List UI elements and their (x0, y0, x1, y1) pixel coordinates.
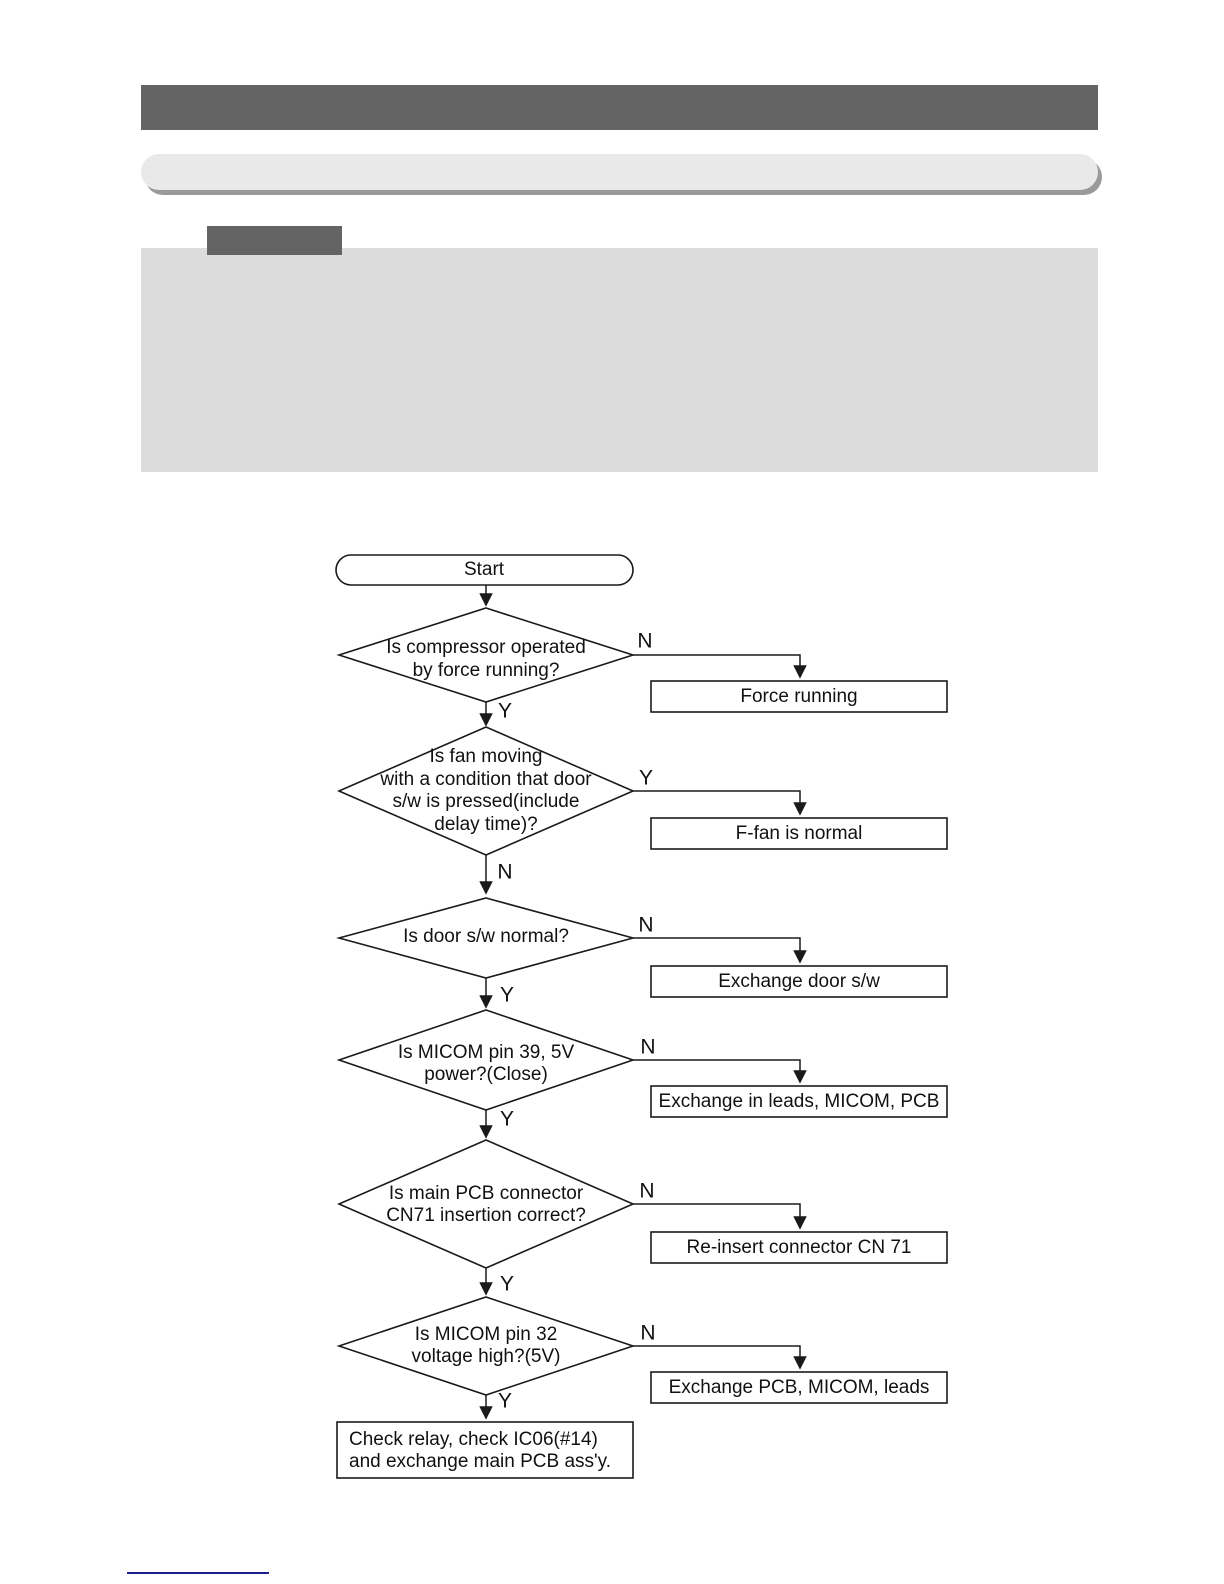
branch-label: N (640, 1036, 655, 1059)
action-text: Exchange PCB, MICOM, leads (669, 1377, 930, 1398)
down-label: Y (500, 1108, 514, 1131)
branch-connector (633, 1345, 807, 1370)
decision-text: Is compressor operated (386, 637, 586, 658)
down-label: Y (500, 1273, 514, 1296)
decision-text: Is main PCB connector (389, 1183, 584, 1204)
decision-text: Is door s/w normal? (403, 926, 569, 947)
branch-connector (633, 790, 807, 816)
decision-text: Is MICOM pin 39, 5V (398, 1042, 575, 1063)
branch-connector (633, 654, 807, 679)
action-box (650, 680, 948, 713)
action-text: Re-insert connector CN 71 (687, 1237, 912, 1258)
action-text: Force running (740, 686, 857, 707)
down-label: Y (498, 700, 512, 723)
action-box (650, 965, 948, 998)
subsection-header-pill (141, 154, 1098, 190)
decision-text: Is MICOM pin 32 (415, 1324, 558, 1345)
decision-text: s/w is pressed(include (393, 791, 580, 812)
note-label-box (207, 226, 342, 255)
action-text: Exchange door s/w (718, 971, 880, 992)
decision-text: Is fan moving (430, 746, 543, 767)
action-box (650, 1231, 948, 1264)
decision-compressor-force-running: Is compressor operated by force running?… (336, 607, 948, 723)
branch-connector (633, 1203, 807, 1230)
note-panel (141, 248, 1098, 472)
decision-text: voltage high?(5V) (412, 1346, 561, 1367)
decision-text: CN71 insertion correct? (386, 1205, 586, 1226)
start-label: Start (464, 559, 505, 580)
down-label: Y (500, 984, 514, 1007)
decision-text: power?(Close) (424, 1064, 548, 1085)
down-label: N (497, 861, 512, 884)
branch-label: N (638, 914, 653, 937)
footer-rule (127, 1572, 269, 1574)
terminal-node: Check relay, check IC06(#14) and exchang… (336, 1421, 634, 1479)
action-text: Exchange in leads, MICOM, PCB (659, 1091, 940, 1112)
action-box (650, 1371, 948, 1404)
decision-micom-pin32: Is MICOM pin 32 voltage high?(5V) N Y Ex… (336, 1296, 948, 1413)
decision-text: by force running? (413, 660, 560, 681)
action-box (650, 817, 948, 850)
decision-micom-pin39: Is MICOM pin 39, 5V power?(Close) N Y Ex… (336, 1009, 948, 1131)
decision-door-switch-normal: Is door s/w normal? N Y Exchange door s/… (335, 897, 948, 1007)
terminal-text: and exchange main PCB ass'y. (349, 1451, 611, 1472)
decision-cn71-insertion: Is main PCB connector CN71 insertion cor… (336, 1139, 948, 1296)
branch-label: Y (639, 767, 653, 790)
down-label: Y (498, 1390, 512, 1413)
branch-label: N (637, 630, 652, 653)
branch-label: N (640, 1322, 655, 1345)
section-title-bar (141, 85, 1098, 130)
action-box (650, 1085, 948, 1118)
branch-label: N (639, 1180, 654, 1203)
action-text: F-fan is normal (736, 823, 863, 844)
branch-connector (633, 1059, 807, 1084)
decision-text: with a condition that door (379, 769, 592, 790)
decision-fan-moving: Is fan moving with a condition that door… (336, 726, 948, 884)
decision-text: delay time)? (434, 814, 538, 835)
terminal-text: Check relay, check IC06(#14) (349, 1429, 598, 1450)
start-node: Start (335, 554, 634, 586)
branch-connector (633, 937, 807, 964)
